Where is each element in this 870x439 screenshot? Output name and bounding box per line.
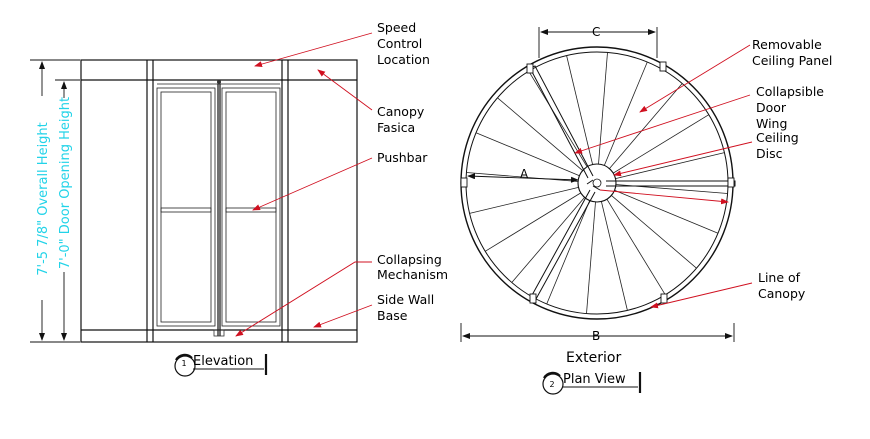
pushbar-left bbox=[160, 207, 212, 213]
dimension-a-label: A bbox=[520, 167, 529, 181]
ceiling-panel-line bbox=[606, 198, 666, 296]
ceiling-panel-line bbox=[598, 52, 608, 165]
ceiling-panel-line bbox=[546, 200, 591, 305]
door-opening-height-dimension: 7'-0" Door Opening Height bbox=[58, 97, 73, 269]
ceiling-panel-line bbox=[601, 201, 628, 311]
door-wing-right bbox=[221, 87, 281, 327]
plan-title: Plan View bbox=[563, 372, 626, 387]
dimension-b-label: B bbox=[592, 329, 600, 343]
ceiling-panel-line bbox=[497, 97, 583, 171]
ceiling-panel-line bbox=[566, 55, 593, 165]
label-collapsing-mechanism: Collapsing Mechanism bbox=[377, 252, 448, 282]
exterior-label: Exterior bbox=[566, 350, 621, 366]
ceiling-panel-line bbox=[603, 61, 648, 166]
label-line-of-canopy: Line of Canopy bbox=[758, 270, 806, 301]
ceiling-panel-line bbox=[484, 192, 582, 252]
dimension-c-label: C bbox=[592, 25, 600, 39]
ceiling-panel-line bbox=[615, 152, 725, 179]
ceiling-disc bbox=[577, 163, 617, 203]
door-wing-right bbox=[606, 180, 736, 187]
ceiling-panel-line bbox=[469, 187, 579, 214]
ceiling-panel-line bbox=[612, 114, 710, 174]
overall-height-dimension: 7'-5 7/8" Overall Height bbox=[36, 122, 51, 276]
ceiling-panel-line bbox=[586, 201, 596, 314]
label-pushbar: Pushbar bbox=[377, 150, 428, 165]
elevation-title: Elevation bbox=[193, 354, 253, 369]
door-wing-lower bbox=[530, 189, 596, 300]
elevation-view-number: 1 bbox=[181, 359, 186, 368]
ceiling-panel-line bbox=[609, 83, 683, 169]
pushbar-right bbox=[225, 207, 277, 213]
label-removable-ceiling-panel: Removable Ceiling Panel bbox=[752, 37, 832, 68]
ceiling-panel-line bbox=[475, 132, 580, 177]
ceiling-panel-line bbox=[528, 70, 588, 168]
ceiling-panel-line bbox=[511, 197, 585, 283]
plan-view: A B C Removable Ceiling Panel Collapsibl… bbox=[460, 25, 832, 395]
plan-title-block: 2 Plan View bbox=[542, 371, 642, 395]
label-ceiling-disc: Ceiling Disc bbox=[756, 130, 803, 161]
ceiling-panel-line bbox=[611, 195, 697, 269]
label-side-wall-base: Side Wall Base bbox=[377, 292, 438, 323]
elevation-outline bbox=[80, 59, 358, 343]
label-speed-control: Speed Control Location bbox=[377, 20, 430, 67]
label-canopy-fascia: Canopy Fasica bbox=[377, 104, 428, 135]
label-collapsible-door-wing: Collapsible Door Wing bbox=[756, 84, 828, 131]
plan-view-number: 2 bbox=[549, 380, 554, 389]
ceiling-panel-lines bbox=[466, 52, 728, 314]
elevation-view: Speed Control Location Canopy Fasica Pus… bbox=[30, 20, 448, 377]
elevation-title-block: 1 Elevation bbox=[174, 353, 268, 377]
door-wing-left bbox=[156, 87, 216, 327]
ceiling-panel-line bbox=[614, 189, 719, 234]
